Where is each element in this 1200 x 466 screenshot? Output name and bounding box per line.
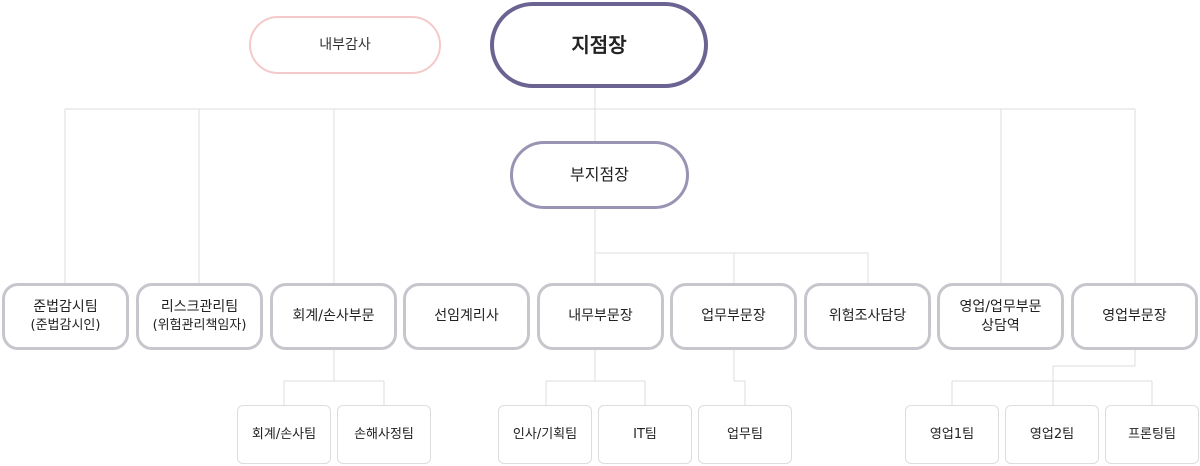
team-label: 업무팀 [727,426,763,442]
dept-label: 업무부문장 [701,308,766,325]
dept-sublabel: (위험관리책임자) [152,318,247,334]
team-fronting: 프론팅팀 [1105,405,1199,464]
dept-risk-investigation: 위험조사담당 [804,283,931,350]
branch-manager-box: 지점장 [490,2,708,88]
dept-label: 내무부문장 [568,308,633,325]
team-sales-1: 영업1팀 [905,405,999,464]
dept-internal-affairs-head: 내무부문장 [537,283,664,350]
team-hr-planning: 인사/기획팀 [498,405,592,464]
internal-audit-label: 내부감사 [319,36,371,53]
dept-sales-operations-advisor: 영업/업무부문 상담역 [937,283,1064,350]
dept-label: 선임계리사 [434,308,499,325]
team-label: 영업2팀 [1029,426,1075,442]
team-sales-2: 영업2팀 [1005,405,1099,464]
dept-label: 준법감시팀 [33,299,98,316]
team-label: 회계/손사팀 [251,426,317,442]
branch-manager-label: 지점장 [571,32,627,57]
dept-risk-management-team: 리스크관리팀 (위험관리책임자) [136,283,263,350]
dept-accounting-claims: 회계/손사부문 [270,283,397,350]
dept-label: 회계/손사부문 [292,308,375,325]
team-accounting-claims: 회계/손사팀 [237,405,331,464]
team-label: 인사/기획팀 [512,426,578,442]
dept-sublabel: (준법감시인) [30,318,101,334]
team-label: IT팀 [633,426,657,442]
dept-label: 영업부문장 [1102,308,1167,325]
team-loss-adjustment: 손해사정팀 [337,405,431,464]
dept-sales-head: 영업부문장 [1071,283,1198,350]
dept-operations-head: 업무부문장 [670,283,797,350]
team-operations: 업무팀 [698,405,792,464]
team-label: 손해사정팀 [354,426,414,442]
dept-label: 영업/업무부문 [959,298,1042,315]
dept-label: 리스크관리팀 [160,299,239,316]
team-it: IT팀 [598,405,692,464]
deputy-branch-manager-label: 부지점장 [570,165,629,185]
dept-appointed-actuary: 선임계리사 [403,283,530,350]
dept-compliance-team: 준법감시팀 (준법감시인) [2,283,129,350]
deputy-branch-manager-box: 부지점장 [510,141,689,209]
team-label: 영업1팀 [929,426,975,442]
dept-sublabel: 상담역 [981,317,1020,334]
team-label: 프론팅팀 [1128,426,1176,442]
internal-audit-box: 내부감사 [249,16,441,74]
dept-label: 위험조사담당 [828,308,907,325]
